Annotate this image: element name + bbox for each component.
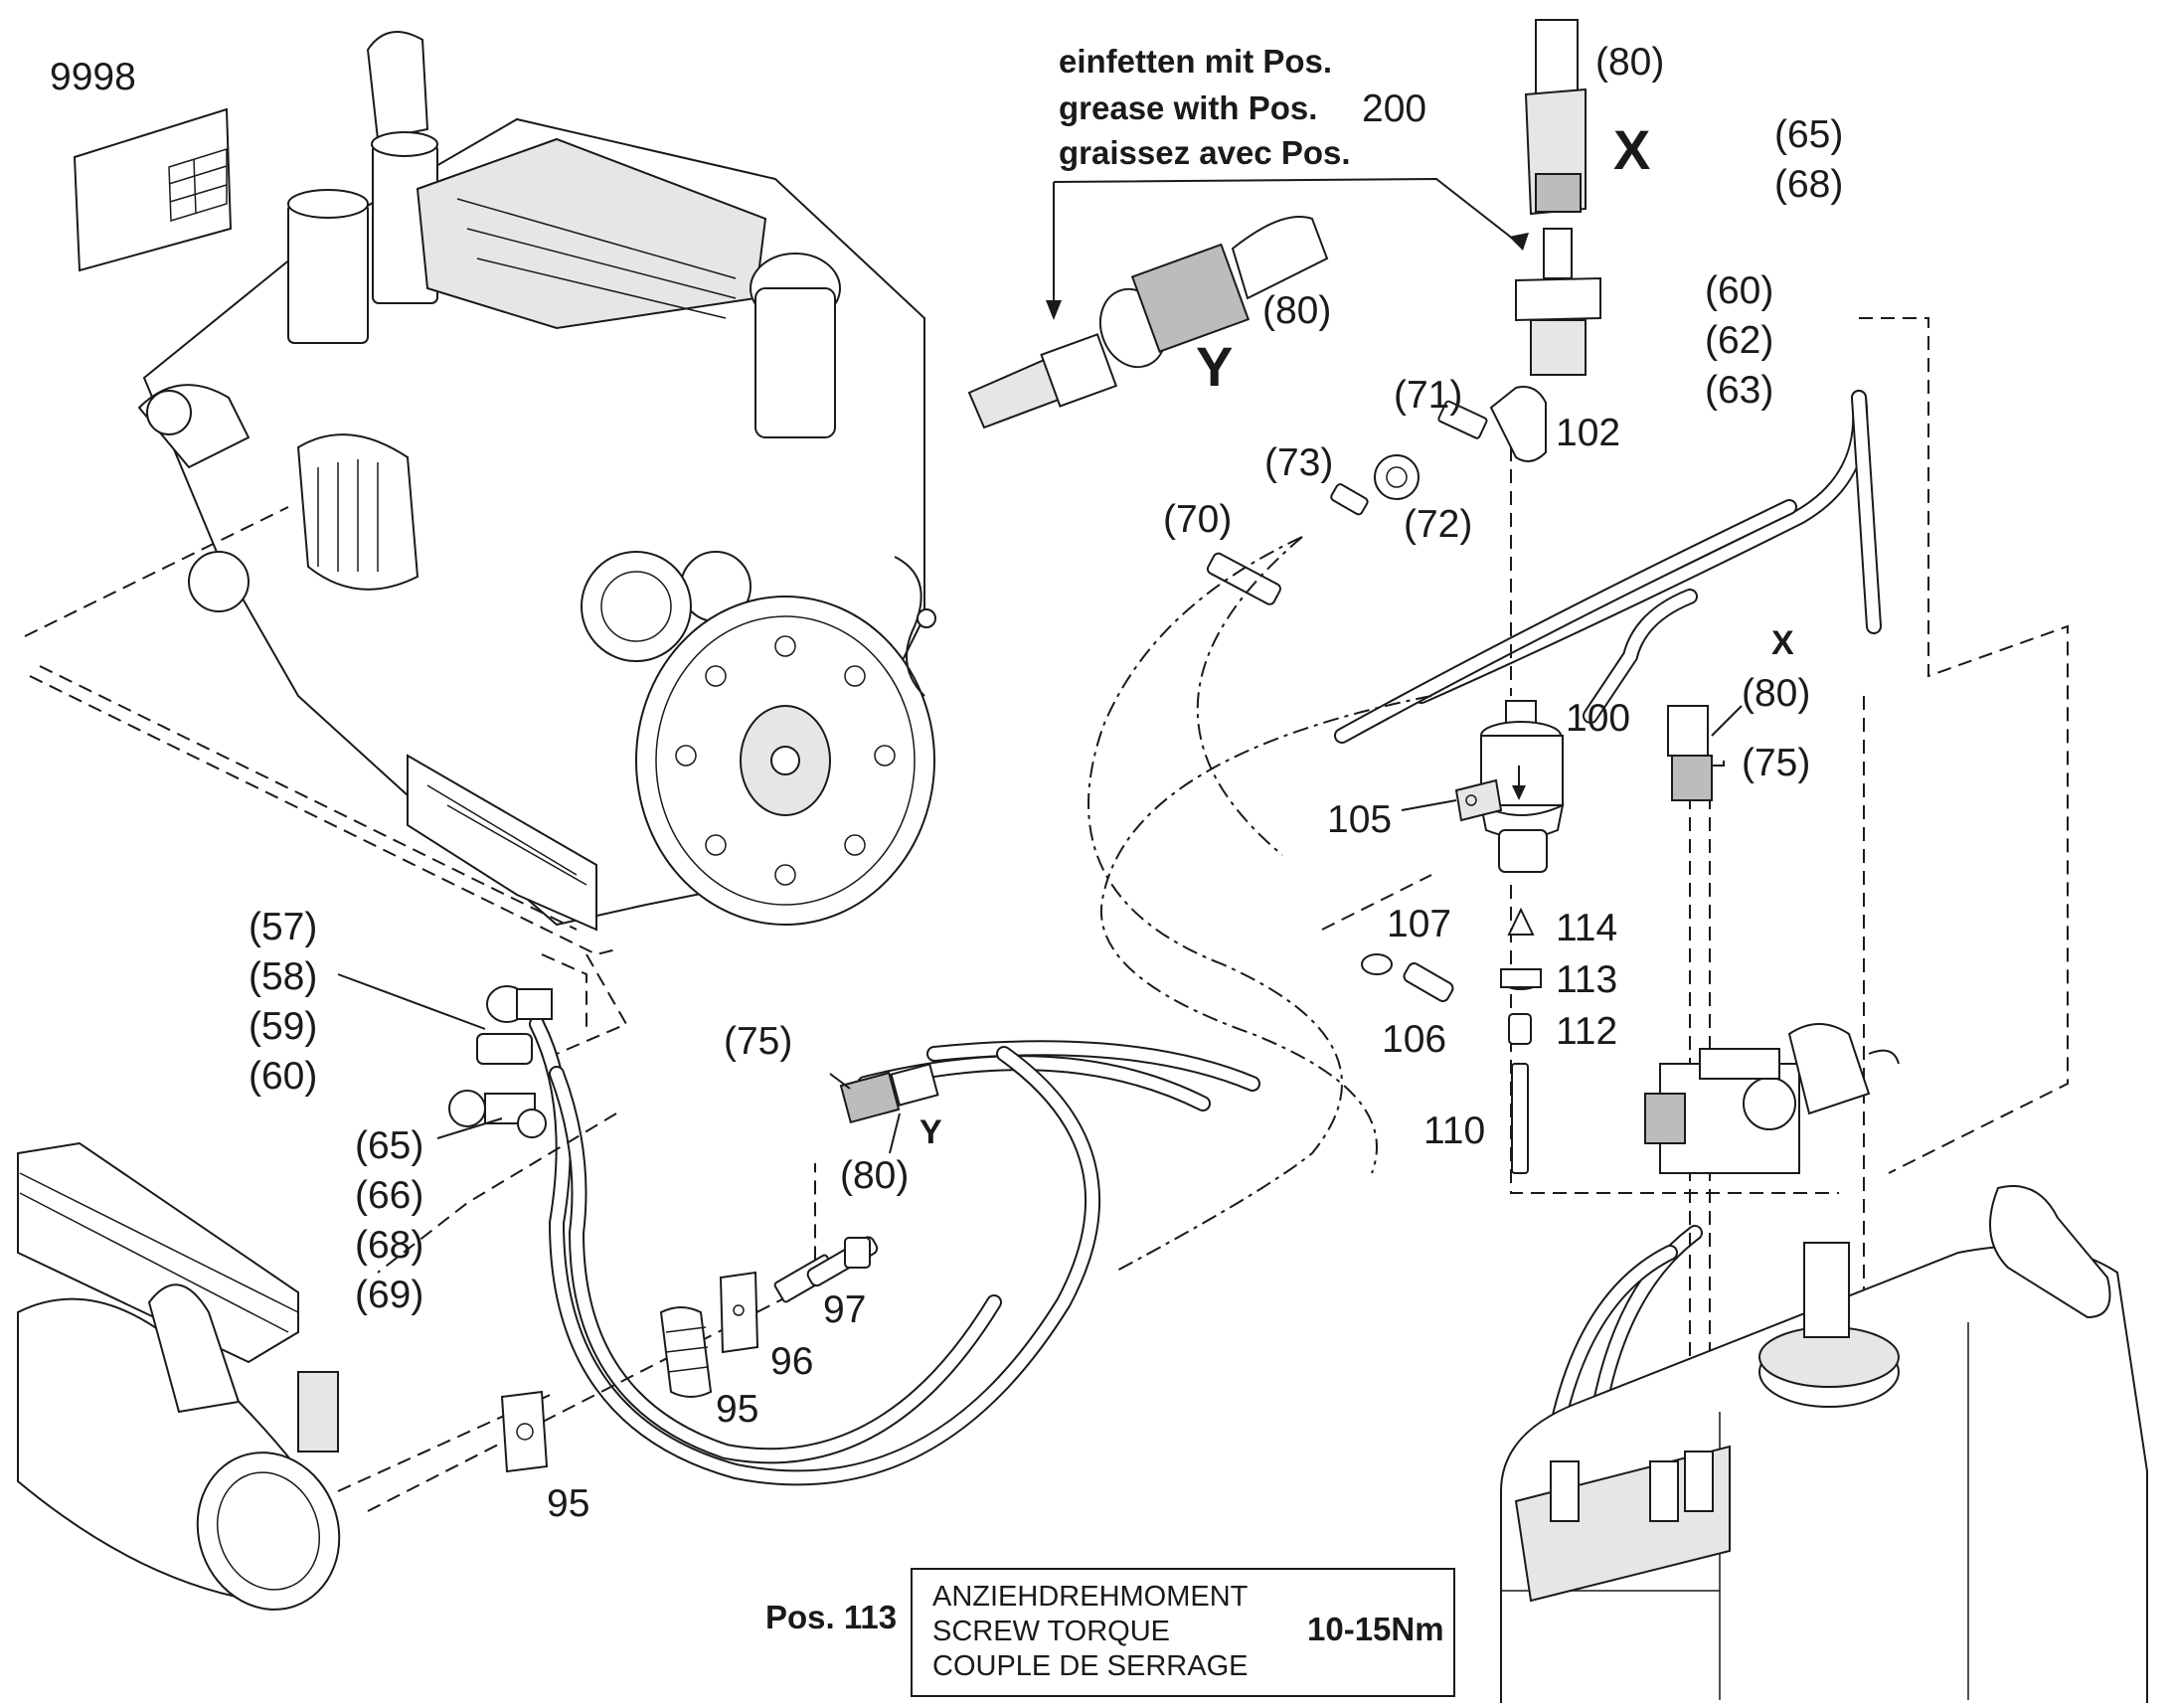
label-68-left: (68) [355,1224,423,1267]
label-112: 112 [1556,1010,1617,1053]
label-65-left: (65) [355,1124,423,1167]
label-69: (69) [355,1274,423,1316]
connector-x-right: X (80) (75) [1667,624,1810,801]
label-58: (58) [249,955,317,998]
torque-line-en: SCREW TORQUE [932,1616,1170,1647]
small-parts: 114 113 112 110 107 106 [1361,903,1617,1174]
label-107: 107 [1387,903,1451,945]
label-63-hose: (63) [1705,369,1773,412]
engine-illustration [137,31,936,932]
exhaust-assembly [17,1141,341,1611]
label-96: 96 [770,1340,813,1383]
label-113: 113 [1556,958,1617,1001]
clamp-parts: 97 96 95 95 [500,1236,879,1525]
label-70: (70) [1163,498,1232,541]
label-72: (72) [1404,503,1472,546]
label-80-top: (80) [1595,41,1664,84]
grease-note-en: grease with Pos. [1059,89,1317,126]
label-62-hose: (62) [1705,319,1773,362]
label-80-bottom: (80) [840,1154,909,1197]
torque-spec: Pos. 113 ANZIEHDREHMOMENT SCREW TORQUE C… [765,1568,1455,1697]
label-95-a: 95 [716,1388,758,1431]
label-59: (59) [249,1005,317,1048]
label-75-mid: (75) [724,1020,792,1063]
tank-assembly [1500,1023,2148,1706]
drawing-id-card: 9998 [50,56,233,272]
label-60-hose: (60) [1705,269,1773,312]
grease-note: einfetten mit Pos. grease with Pos. grai… [1046,43,1529,320]
label-60-left: (60) [249,1055,317,1098]
label-80-y: (80) [1262,289,1331,332]
label-68-top: (68) [1774,163,1843,206]
detail-mark-y-small: Y [919,1113,942,1151]
detail-mark-y-mid: Y [1196,335,1233,398]
left-fittings: (57) (58) (59) (60) (65) (66) (68) (69) [249,906,553,1316]
label-80-x: (80) [1742,672,1810,715]
grease-note-fr: graissez avec Pos. [1059,134,1351,171]
detail-mark-x-small: X [1771,624,1794,662]
flywheel-bolts [675,635,896,886]
label-66: (66) [355,1174,423,1217]
connector-detail-x: (80) X [1515,19,1664,376]
fuel-filter: 100 105 [1327,697,1630,873]
label-105: 105 [1327,798,1392,841]
label-106: 106 [1382,1018,1446,1061]
torque-line-fr: COUPLE DE SERRAGE [932,1650,1248,1682]
label-95-b: 95 [547,1482,589,1525]
fittings-group: (71) (73) (70) (72) 102 [1163,374,1620,605]
detail-mark-x-top: X [1613,118,1650,181]
label-97: 97 [823,1288,866,1331]
connector-detail-y: (80) Y [967,216,1331,429]
torque-value: 10-15Nm [1307,1611,1444,1647]
label-71: (71) [1394,374,1462,417]
grease-arrow-x [1509,233,1529,251]
label-102: 102 [1556,412,1620,454]
torque-pos-label: Pos. 113 [765,1599,897,1635]
label-110: 110 [1423,1110,1485,1152]
label-73: (73) [1264,441,1333,484]
label-100: 100 [1566,697,1630,740]
label-75-right: (75) [1742,742,1810,784]
torque-box [911,1568,1455,1697]
connector-mid: (75) (80) Y [724,1020,942,1197]
drawing-id-label: 9998 [50,56,136,98]
grease-note-de: einfetten mit Pos. [1059,43,1332,80]
grease-arrow-y [1046,300,1062,320]
hose-bundle [529,390,1882,1539]
label-57: (57) [249,906,317,948]
torque-line-de: ANZIEHDREHMOMENT [932,1581,1249,1613]
label-114: 114 [1556,907,1617,949]
grease-note-pos: 200 [1362,87,1426,130]
label-65-top: (65) [1774,113,1843,156]
